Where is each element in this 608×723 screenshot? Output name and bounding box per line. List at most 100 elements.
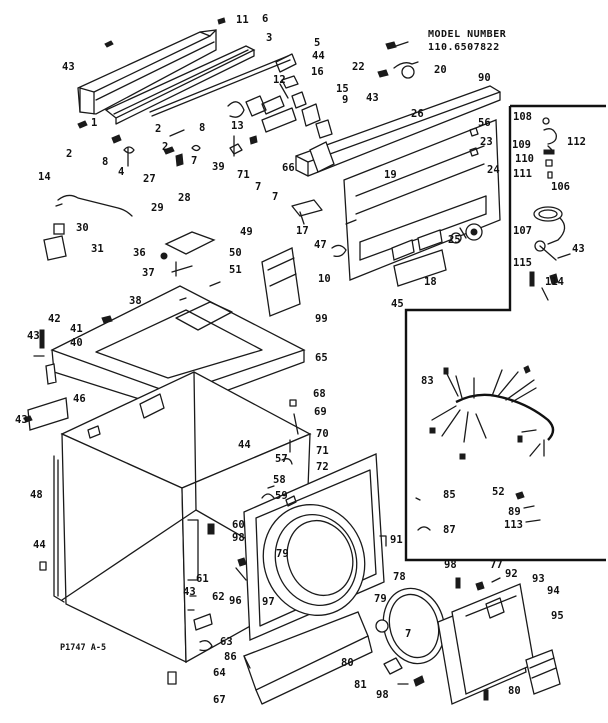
part-label: 80 [341, 657, 354, 669]
inset-parts [415, 117, 571, 531]
part-label: 36 [133, 247, 146, 259]
part-label: 23 [480, 136, 493, 148]
part-label: 107 [513, 225, 532, 237]
part-label: 2 [155, 123, 161, 135]
part-label: 113 [504, 519, 523, 531]
bracket-99 [261, 247, 301, 317]
part-label: 2 [66, 148, 72, 160]
part-label: 7 [191, 155, 197, 167]
part-label: 52 [492, 486, 505, 498]
part-label: 43 [62, 61, 75, 73]
part-label: 31 [91, 243, 104, 255]
part-label: 66 [282, 162, 295, 174]
part-label: 63 [220, 636, 233, 648]
backsplash-panel [295, 85, 501, 287]
part-label: 93 [532, 573, 545, 585]
part-label: 110 [515, 153, 534, 165]
part-label: 43 [183, 586, 196, 598]
part-label: 43 [366, 92, 379, 104]
part-label: 22 [352, 61, 365, 73]
part-label: 17 [296, 225, 309, 237]
part-label: 24 [487, 164, 500, 176]
part-label: 83 [421, 375, 434, 387]
part-label: 48 [30, 489, 43, 501]
part-label: 95 [551, 610, 564, 622]
part-label: 9 [342, 94, 348, 106]
part-label: 29 [151, 202, 164, 214]
part-label: 79 [276, 548, 289, 560]
part-label: 96 [229, 595, 242, 607]
front-panel [235, 453, 387, 641]
part-label: 2 [162, 141, 168, 153]
part-label: 89 [508, 506, 521, 518]
left-hardware [23, 329, 69, 431]
part-label: 43 [15, 414, 28, 426]
part-label: 26 [411, 108, 424, 120]
part-label: 41 [70, 323, 83, 335]
door-assembly [437, 577, 561, 705]
part-label: 30 [76, 222, 89, 234]
part-label: 1 [91, 117, 97, 129]
part-label: 71 [237, 169, 250, 181]
part-label: 64 [213, 667, 226, 679]
part-label: 14 [38, 171, 51, 183]
part-label: 10 [318, 273, 331, 285]
drawing-code: P1747 A-5 [60, 643, 106, 653]
part-label: 11 [236, 14, 249, 26]
model-number-heading: MODEL NUMBER [428, 29, 507, 40]
part-label: 60 [232, 519, 245, 531]
part-label: 39 [212, 161, 225, 173]
part-label: 7 [255, 181, 261, 193]
part-label: 90 [478, 72, 491, 84]
part-label: 7 [272, 191, 278, 203]
part-label: 43 [572, 243, 585, 255]
part-label: 28 [178, 192, 191, 204]
part-label: 27 [143, 173, 156, 185]
console-rail [104, 45, 256, 125]
part-label: 25 [448, 234, 461, 246]
part-label: 42 [48, 313, 61, 325]
part-label: 98 [376, 689, 389, 701]
part-label: 108 [513, 111, 532, 123]
part-label: 72 [316, 461, 329, 473]
inset-border [404, 104, 606, 562]
part-label: 16 [311, 66, 324, 78]
part-label: 81 [354, 679, 367, 691]
part-label: 38 [129, 295, 142, 307]
part-label: 59 [275, 490, 288, 502]
part-label: 3 [266, 32, 272, 44]
part-label: 44 [33, 539, 46, 551]
part-label: 97 [262, 596, 275, 608]
harness-wire [57, 194, 133, 217]
toe-panel [243, 611, 373, 705]
part-label: 115 [513, 257, 532, 269]
part-label: 86 [224, 651, 237, 663]
part-label: 19 [384, 169, 397, 181]
part-label: 4 [118, 166, 124, 178]
part-label: 37 [142, 267, 155, 279]
part-label: 99 [315, 313, 328, 325]
part-label: 111 [513, 168, 532, 180]
part-label: 40 [70, 337, 83, 349]
part-label: 70 [316, 428, 329, 440]
part-label: 112 [567, 136, 586, 148]
part-label: 106 [551, 181, 570, 193]
part-label: 43 [27, 330, 40, 342]
part-label: 20 [434, 64, 447, 76]
control-hardware [77, 17, 321, 167]
part-label: 62 [212, 591, 225, 603]
part-label: 61 [196, 573, 209, 585]
part-label: 5 [314, 37, 320, 49]
door-switch [43, 223, 67, 261]
part-label: 85 [443, 489, 456, 501]
timer-bracket [291, 119, 335, 225]
part-label: 87 [443, 524, 456, 536]
console-panel [77, 29, 217, 115]
part-label: 109 [512, 139, 531, 151]
part-label: 65 [315, 352, 328, 364]
part-label: 78 [393, 571, 406, 583]
part-label: 57 [275, 453, 288, 465]
part-label: 77 [490, 559, 503, 571]
part-label: 45 [391, 298, 404, 310]
